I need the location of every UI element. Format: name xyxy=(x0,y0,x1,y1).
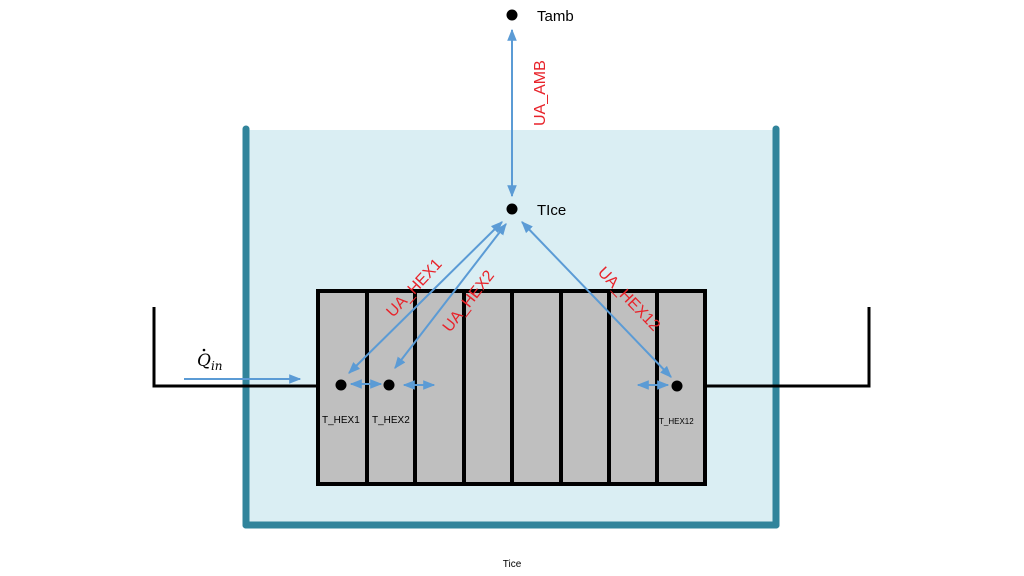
ua-hex12-arrow xyxy=(521,221,672,378)
label-t-hex1: T_HEX1 xyxy=(322,415,360,426)
label-tamb: Tamb xyxy=(537,8,574,25)
node-tamb xyxy=(506,9,518,21)
label-qin: Qin xyxy=(197,348,223,373)
label-tice: TIce xyxy=(537,202,566,219)
label-t-hex12: T_HEX12 xyxy=(659,417,694,426)
pipe-outlet xyxy=(705,307,871,388)
node-t-hex1 xyxy=(335,379,347,391)
node-tice xyxy=(506,203,518,215)
label-ua-amb: UA_AMB xyxy=(532,60,549,126)
node-t-hex2 xyxy=(383,379,395,391)
pipe-inlet xyxy=(152,307,318,388)
caption: Tice xyxy=(503,559,522,570)
label-t-hex2: T_HEX2 xyxy=(372,415,410,426)
svg-text:Qin: Qin xyxy=(197,351,223,373)
node-t-hex12 xyxy=(671,380,683,392)
ua-hex2-arrow xyxy=(394,223,507,369)
